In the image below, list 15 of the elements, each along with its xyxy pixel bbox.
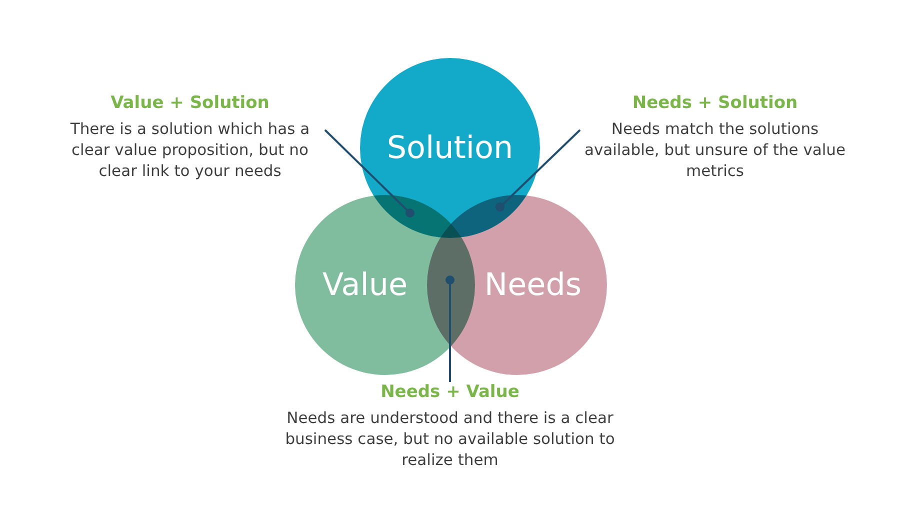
circle-label: Needs xyxy=(484,267,582,303)
leader-line xyxy=(496,129,581,212)
leader-line xyxy=(446,276,454,382)
callout-text: Needs match the solutions available, but unsure of the value metrics xyxy=(583,119,847,182)
overlap-region xyxy=(374,195,450,238)
circle-label: Solution xyxy=(386,130,514,166)
circle-label: Value xyxy=(322,267,408,303)
leader-line xyxy=(324,129,414,218)
callout-text: Needs are understood and there is a clear business case, but no available solution to realize them xyxy=(284,408,616,471)
callout-heading: Value + Solution xyxy=(110,93,270,113)
callout-heading: Needs + Solution xyxy=(631,93,799,113)
overlap-region xyxy=(427,238,475,346)
callout-text: There is a solution which has a clear value proposition, but no clear link to your needs xyxy=(69,119,311,182)
callout-heading: Needs + Value xyxy=(380,382,520,402)
overlap-region xyxy=(451,195,526,238)
